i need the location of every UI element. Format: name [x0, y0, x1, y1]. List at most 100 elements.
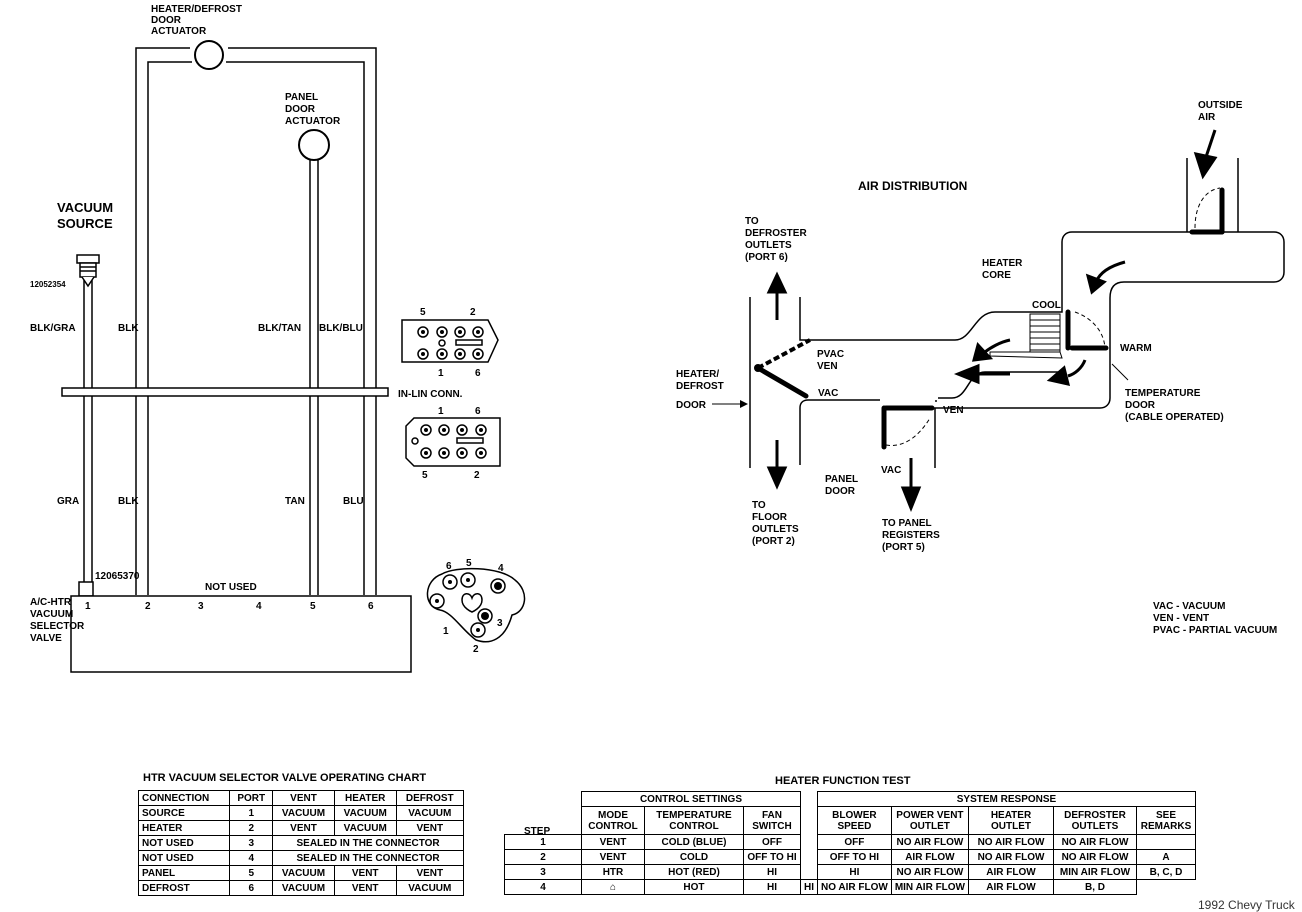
table-cell: OFF TO HI: [816, 849, 892, 865]
table-cell: OFF: [816, 834, 892, 850]
to-floor-label-3: OUTLETS: [752, 524, 799, 535]
wire-label-blk-lower: BLK: [118, 496, 139, 507]
heater-core-label-2: CORE: [982, 270, 1011, 281]
header-cell: SYSTEM RESPONSE: [816, 791, 1197, 807]
ven-label-upper: VEN: [817, 361, 838, 372]
hd-actuator-label-3: ACTUATOR: [151, 26, 207, 37]
doors: [755, 187, 1225, 450]
inline-connector-top: [401, 319, 499, 363]
table-cell: NO AIR FLOW: [968, 834, 1054, 850]
table-cell: VENT: [580, 849, 645, 865]
temp-door-label-3: (CABLE OPERATED): [1125, 412, 1224, 423]
table-row: 4 ⌂ HOT HI HI NO AIR FLOW MIN AIR FLOW A…: [504, 879, 1196, 895]
table-cell: DEFROST: [137, 880, 231, 896]
table-row: SOURCE 1 VACUUM VACUUM VACUUM: [137, 805, 465, 821]
panel-actuator-label-3: ACTUATOR: [285, 116, 341, 127]
table-row: DEFROST 6 VACUUM VENT VACUUM: [137, 880, 465, 896]
table-cell: MIN AIR FLOW: [1053, 864, 1137, 880]
table-cell: NOT USED: [137, 835, 231, 851]
table-cell: COLD (BLUE): [643, 834, 744, 850]
table-cell: B, C, D: [1136, 864, 1196, 880]
table-cell: HOT (RED): [643, 864, 744, 880]
heater-core: [989, 313, 1063, 359]
table-cell: VACUUM: [272, 880, 335, 896]
table-cell: NO AIR FLOW: [1053, 849, 1137, 865]
table-cell: HEATER: [137, 820, 231, 836]
header-cell: HEATER: [333, 790, 397, 806]
to-defroster-label-1: TO: [745, 216, 759, 227]
hd-door-label-2: DEFROST: [676, 381, 724, 392]
round-conn-label-3: 3: [497, 618, 503, 629]
legend-pvac: PVAC - PARTIAL VACUUM: [1153, 625, 1277, 636]
table-row: 3 HTR HOT (RED) HI HI NO AIR FLOW AIR FL…: [504, 864, 1196, 880]
to-defroster-label-3: OUTLETS: [745, 240, 792, 251]
panel-actuator-label-1: PANEL: [285, 92, 318, 103]
valve-label-3: SELECTOR: [30, 621, 85, 632]
header-cell: [504, 791, 582, 835]
table-cell: HI: [742, 864, 801, 880]
to-panel-label-1: TO PANEL: [882, 518, 932, 529]
valve-label-1: A/C-HTR: [30, 597, 72, 608]
vac-label-upper: VAC: [818, 388, 838, 399]
table-cell: HI: [799, 879, 818, 895]
part-number-12052354: 12052354: [30, 280, 66, 289]
hose-bracket: [61, 387, 389, 397]
inline-connector-label: IN-LIN CONN.: [398, 389, 463, 400]
temp-door-pointer: [1111, 363, 1129, 381]
not-used-label: NOT USED: [205, 582, 257, 593]
wire-label-tan: TAN: [285, 496, 305, 507]
vacuum-source-label-2: SOURCE: [57, 216, 113, 231]
vacuum-source-fitting: [76, 254, 100, 288]
footer-caption: 1992 Chevy Truck: [1198, 898, 1295, 912]
heater-defrost-actuator: [194, 40, 224, 70]
table-cell: VACUUM: [333, 820, 397, 836]
hd-door-pivot: [754, 364, 762, 372]
vacuum-source-label-1: VACUUM: [57, 200, 113, 215]
table-cell: VACUUM: [272, 865, 335, 881]
table-cell: VACUUM: [272, 805, 335, 821]
table-cell: 3: [504, 864, 582, 880]
legend-ven: VEN - VENT: [1153, 613, 1209, 624]
selector-valve-body: [70, 595, 412, 673]
temp-door-label-1: TEMPERATURE: [1125, 388, 1201, 399]
port-5: 5: [310, 601, 316, 612]
panel-door-label-1: PANEL: [825, 474, 858, 485]
conn-top-label-6: 6: [475, 368, 481, 379]
table-cell: HI: [816, 864, 892, 880]
wire-label-blk-tan: BLK/TAN: [258, 323, 301, 334]
ven-label-lower: VEN: [943, 405, 964, 416]
table-cell: NO AIR FLOW: [1053, 834, 1137, 850]
table-row: HEATER 2 VENT VACUUM VENT: [137, 820, 465, 836]
conn-top-label-2: 2: [470, 307, 476, 318]
wire-label-gra: GRA: [57, 496, 79, 507]
panel-door-label-2: DOOR: [825, 486, 856, 497]
vacuum-hoses: [83, 47, 377, 595]
table-row: 2 VENT COLD OFF TO HI OFF TO HI AIR FLOW…: [504, 849, 1196, 865]
to-panel-label-2: REGISTERS: [882, 530, 940, 541]
table-cell: SEALED IN THE CONNECTOR: [272, 850, 464, 866]
round-conn-label-6: 6: [446, 561, 452, 572]
conn-bottom-label-6: 6: [475, 406, 481, 417]
air-distribution-title: AIR DISTRIBUTION: [858, 179, 967, 193]
header-cell: CONNECTION: [137, 790, 231, 806]
header-cell: BLOWER SPEED: [816, 806, 892, 835]
table-cell: MIN AIR FLOW: [890, 879, 970, 895]
function-test-table: CONTROL SETTINGS SYSTEM RESPONSE MODE CO…: [504, 791, 1197, 895]
table-cell: VENT: [333, 880, 397, 896]
table-row: MODE CONTROL TEMPERATURE CONTROL FAN SWI…: [505, 806, 1196, 835]
table-cell: HTR: [580, 864, 645, 880]
round-conn-label-5: 5: [466, 558, 472, 569]
table-cell: AIR FLOW: [968, 864, 1054, 880]
table-cell: VACUUM: [333, 805, 397, 821]
wire-label-blk: BLK: [118, 323, 139, 334]
table-cell: 3: [229, 835, 274, 851]
port-3: 3: [198, 601, 204, 612]
wire-label-blk-gra: BLK/GRA: [30, 323, 76, 334]
vac-label-lower: VAC: [881, 465, 901, 476]
port-4: 4: [256, 601, 262, 612]
table-cell: A: [1136, 849, 1196, 865]
table-row: CONTROL SETTINGS SYSTEM RESPONSE: [504, 791, 1197, 880]
function-test-title: HEATER FUNCTION TEST: [775, 775, 911, 787]
hd-door-label-3: DOOR: [676, 400, 707, 411]
header-cell: VENT: [272, 790, 335, 806]
